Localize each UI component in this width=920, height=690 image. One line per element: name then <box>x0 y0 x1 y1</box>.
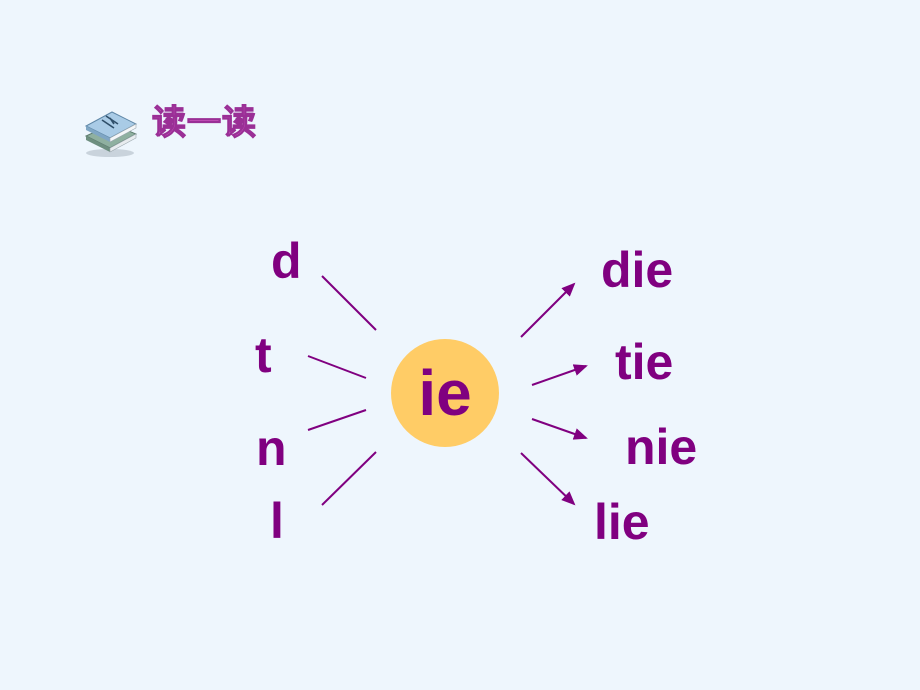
connector-d <box>321 275 377 331</box>
syllable-nie: nie <box>625 419 698 475</box>
final-circle <box>391 339 499 447</box>
syllable-die: die <box>601 242 674 298</box>
connector-l <box>321 451 377 506</box>
arrow-die <box>520 282 576 338</box>
final-ie: ie <box>418 357 472 429</box>
arrow-lie <box>520 452 576 506</box>
arrow-nie <box>531 418 588 440</box>
initial-t: t <box>255 327 272 383</box>
syllable-tie: tie <box>615 334 674 390</box>
initial-l: l <box>270 493 284 549</box>
initial-d: d <box>271 233 302 289</box>
arrow-tie <box>531 364 588 386</box>
connector-t <box>307 355 367 379</box>
book-icon <box>84 111 138 157</box>
header-title: 读一读 <box>151 103 257 143</box>
initial-n: n <box>256 420 287 476</box>
connector-n <box>307 409 367 431</box>
syllable-lie: lie <box>594 494 650 550</box>
